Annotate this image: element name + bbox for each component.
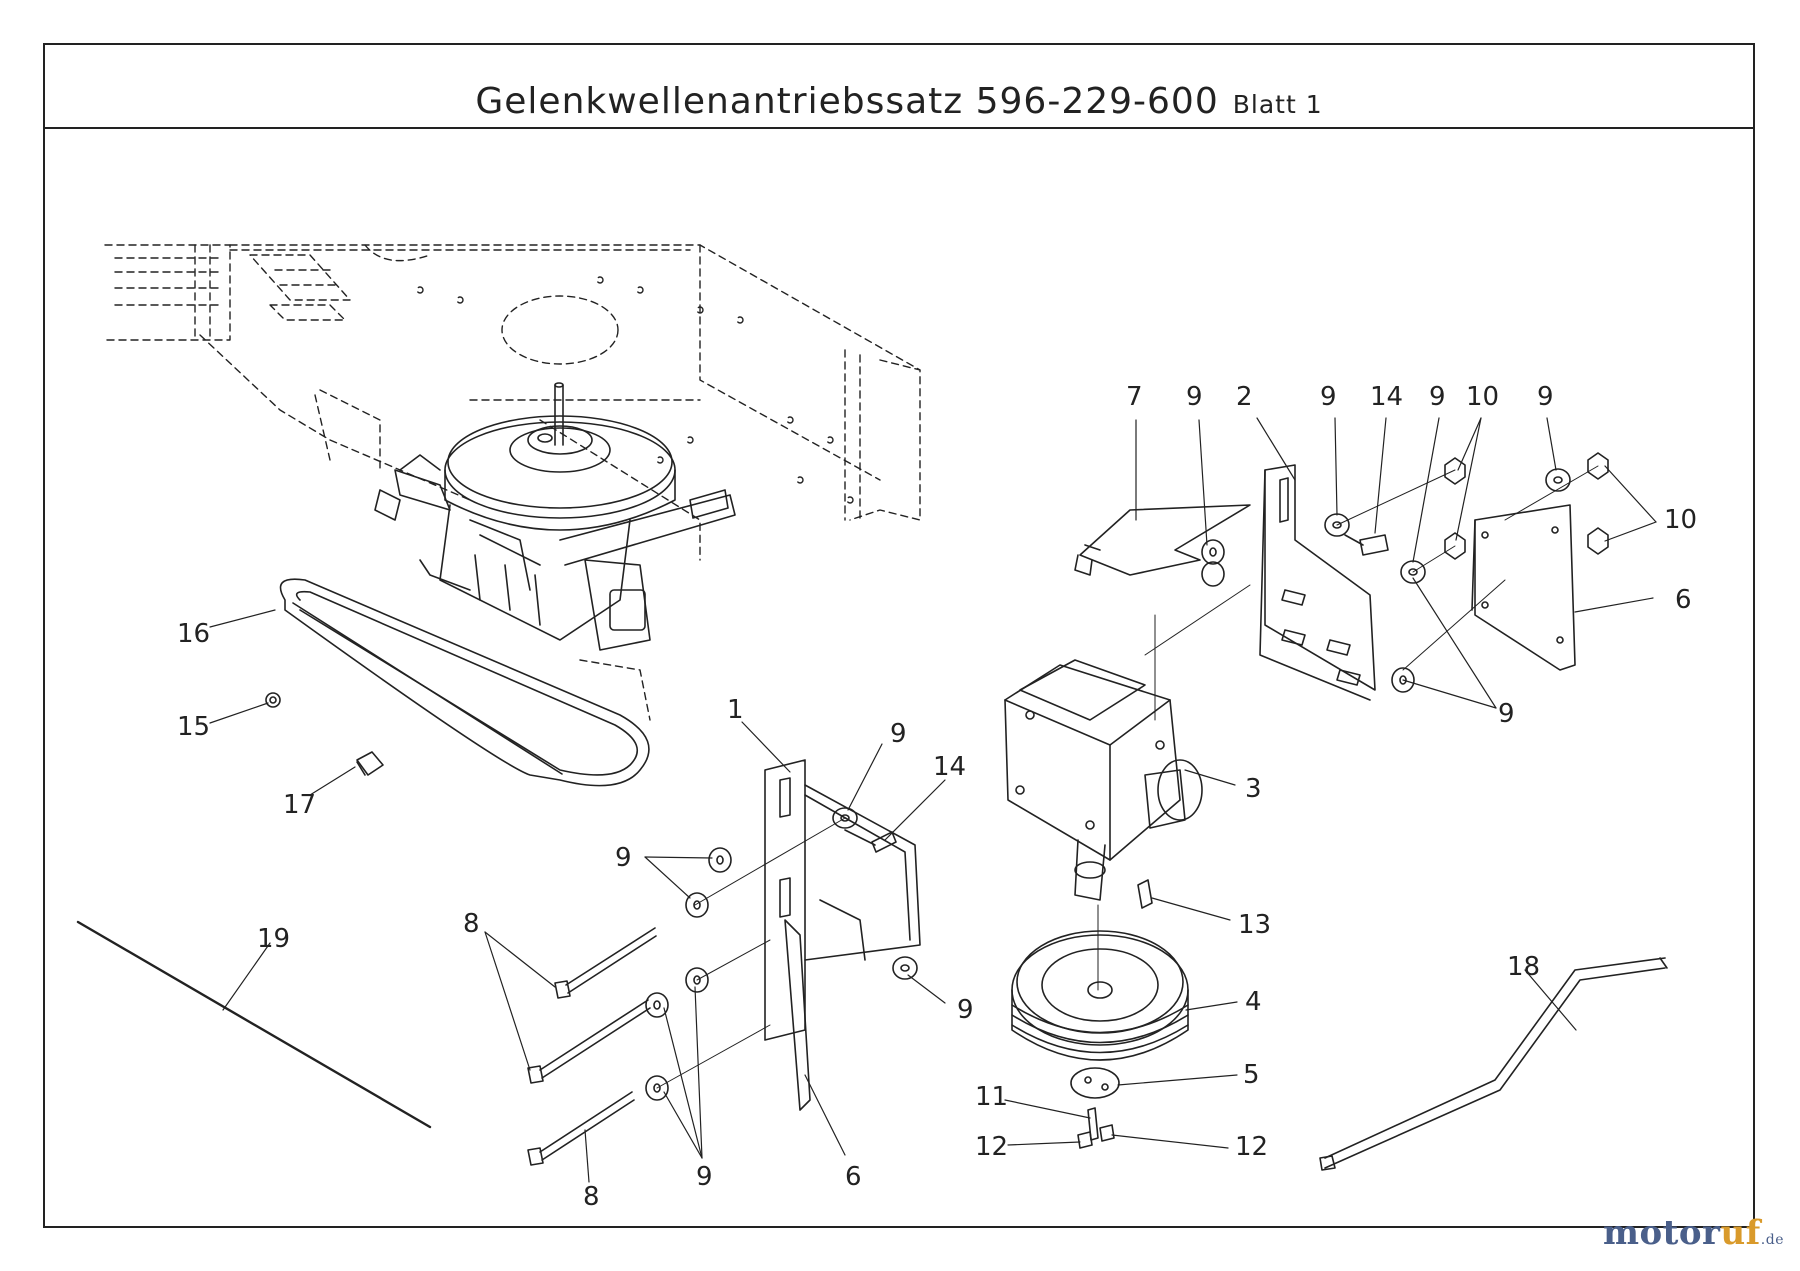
callout-9: 9 (1498, 699, 1515, 729)
callout-14: 14 (933, 752, 966, 782)
callout-9: 9 (1537, 382, 1554, 412)
drawing-frame: Gelenkwellenantriebssatz 596-229-600 Blat… (43, 43, 1755, 1228)
callout-8: 8 (583, 1182, 600, 1212)
part-19-rod (76, 920, 432, 1129)
part-13-key (1137, 879, 1153, 909)
callout-12: 12 (975, 1132, 1008, 1162)
callout-9: 9 (890, 719, 907, 749)
callout-9: 9 (1320, 382, 1337, 412)
title-bar: Gelenkwellenantriebssatz 596-229-600 Blat… (45, 45, 1753, 129)
callout-1: 1 (727, 695, 744, 725)
engine-pulley-assembly (374, 382, 736, 651)
callout-12: 12 (1235, 1132, 1268, 1162)
part-6-plate-upper (1471, 504, 1576, 671)
part-4-pulley (1011, 904, 1189, 1061)
parts-11-12-bolts (1077, 1107, 1115, 1149)
callout-18: 18 (1507, 952, 1540, 982)
title-sheet: Blatt 1 (1232, 90, 1323, 119)
callout-19: 19 (257, 924, 290, 954)
callout-leaders (209, 417, 1657, 1183)
callout-4: 4 (1245, 987, 1262, 1017)
page-title: Gelenkwellenantriebssatz 596-229-600 Blat… (45, 81, 1753, 122)
callout-16: 16 (177, 619, 210, 649)
callout-17: 17 (283, 790, 316, 820)
callout-9: 9 (1429, 382, 1446, 412)
callout-10: 10 (1664, 505, 1697, 535)
part-5-plate (1070, 1067, 1120, 1099)
part-17-fitting (356, 751, 384, 776)
callout-9: 9 (957, 995, 974, 1025)
lower-bracket-assembly (527, 759, 921, 1166)
part-7-bracket (1074, 504, 1251, 576)
site-logo: motoruf.de (1602, 1213, 1784, 1253)
part-15-clip (265, 692, 281, 708)
v-belt (279, 578, 650, 787)
callout-7: 7 (1126, 382, 1143, 412)
callout-3: 3 (1245, 774, 1262, 804)
callout-5: 5 (1243, 1060, 1260, 1090)
upper-fasteners (1144, 452, 1609, 693)
callout-14: 14 (1370, 382, 1403, 412)
callout-labels: 7 9 2 9 14 9 10 9 10 6 9 3 13 4 5 11 12 … (177, 382, 1697, 1212)
callout-11: 11 (975, 1082, 1008, 1112)
callout-9: 9 (696, 1162, 713, 1192)
title-main: Gelenkwellenantriebssatz 596-229-600 (475, 81, 1219, 122)
callout-10: 10 (1466, 382, 1499, 412)
part-3-gearbox (1004, 614, 1203, 901)
callout-15: 15 (177, 712, 210, 742)
chassis-frame (104, 244, 921, 721)
callout-9: 9 (615, 843, 632, 873)
part-18-shaft (1319, 957, 1668, 1171)
part-2-plate (1259, 464, 1376, 701)
callout-13: 13 (1238, 910, 1271, 940)
callout-6: 6 (845, 1162, 862, 1192)
callout-8: 8 (463, 909, 480, 939)
callout-9: 9 (1186, 382, 1203, 412)
callout-6: 6 (1675, 585, 1692, 615)
callout-2: 2 (1236, 382, 1253, 412)
